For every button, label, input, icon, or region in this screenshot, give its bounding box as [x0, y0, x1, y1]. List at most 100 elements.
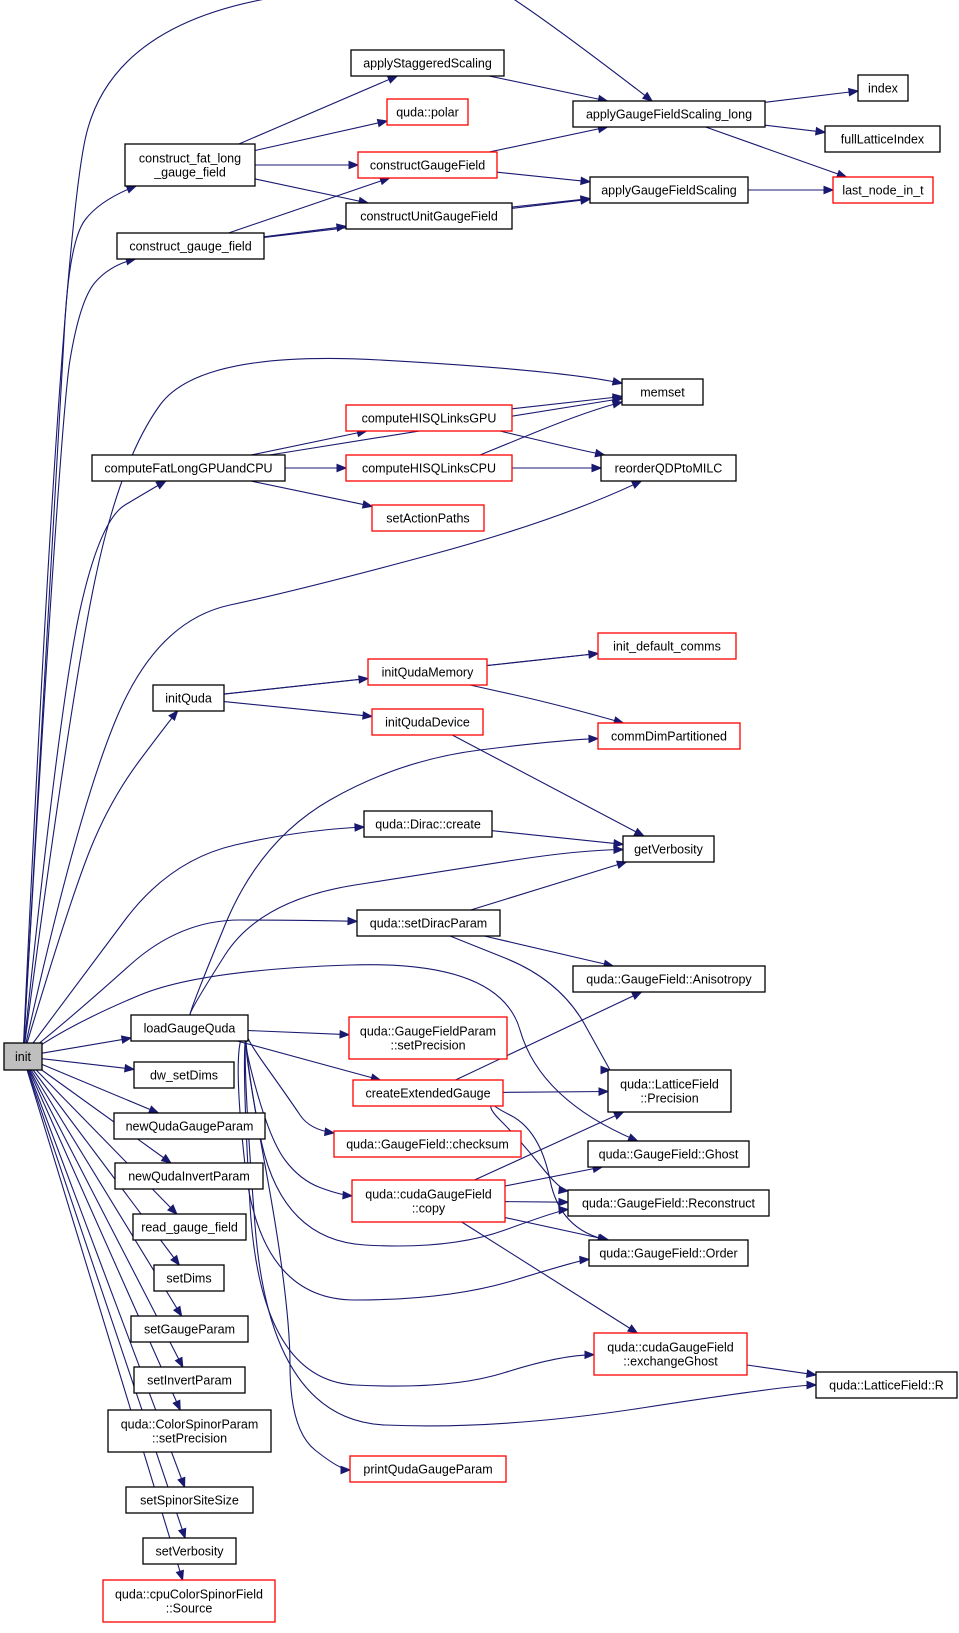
node-label: setActionPaths: [386, 512, 469, 526]
node-commDimPartitioned[interactable]: commDimPartitioned: [597, 722, 741, 750]
call-edge-constructUnitGaugeField-to-applyGaugeFieldScaling: [511, 195, 592, 208]
call-edge-computeHISQLinksGPU-to-memset: [511, 393, 624, 410]
node-cpuColorSpinorField_Source[interactable]: quda::cpuColorSpinorField::Source: [102, 1579, 276, 1623]
node-setGaugeParam[interactable]: setGaugeParam: [130, 1315, 249, 1343]
arrowhead: [806, 1369, 818, 1378]
node-constructGaugeField[interactable]: constructGaugeField: [357, 151, 498, 179]
node-label: newQudaInvertParam: [128, 1170, 250, 1184]
node-label: read_gauge_field: [141, 1221, 238, 1235]
arrowhead: [340, 1465, 352, 1475]
call-edge-applyGaugeFieldScaling_long-to-index: [764, 87, 860, 103]
call-edge-computeFatLongGPUandCPU-to-setActionPaths: [250, 480, 374, 509]
node-box: [125, 1486, 254, 1514]
call-edge-applyGaugeFieldScaling-to-last_node_in_t: [748, 185, 835, 195]
node-newQudaGaugeParam[interactable]: newQudaGaugeParam: [113, 1112, 266, 1140]
node-box: [621, 378, 704, 406]
node-label: setSpinorSiteSize: [140, 1494, 239, 1508]
arrowhead: [172, 1305, 183, 1318]
node-GaugeField_Ghost[interactable]: quda::GaugeField::Ghost: [587, 1140, 750, 1168]
call-edge-init-to-memset: [24, 357, 624, 1044]
node-cudaGaugeField_copy[interactable]: quda::cudaGaugeField::copy: [351, 1179, 506, 1223]
node-box: [356, 909, 501, 937]
node-computeHISQLinksGPU[interactable]: computeHISQLinksGPU: [345, 404, 513, 432]
node-initQudaDevice[interactable]: initQudaDevice: [371, 708, 484, 736]
node-quda_setDiracParam[interactable]: quda::setDiracParam: [356, 909, 501, 937]
node-memset[interactable]: memset: [621, 378, 704, 406]
node-last_node_in_t[interactable]: last_node_in_t: [832, 176, 934, 204]
node-reorderQDPtoMILC[interactable]: reorderQDPtoMILC: [600, 454, 737, 482]
node-quda_Dirac_create[interactable]: quda::Dirac::create: [363, 810, 493, 838]
node-setInvertParam[interactable]: setInvertParam: [133, 1366, 246, 1394]
call-edge-quda_setDiracParam-to-LatticeField_Precision: [449, 935, 612, 1075]
node-GaugeField_checksum[interactable]: quda::GaugeField::checksum: [333, 1130, 522, 1158]
node-box: [587, 1140, 750, 1168]
node-setActionPaths[interactable]: setActionPaths: [371, 504, 485, 532]
node-initQuda[interactable]: initQuda: [152, 684, 225, 712]
node-dw_setDims[interactable]: dw_setDims: [133, 1061, 235, 1089]
node-constructUnitGaugeField[interactable]: constructUnitGaugeField: [345, 202, 513, 230]
node-box: [133, 1366, 246, 1394]
arrowhead: [347, 916, 359, 926]
node-initQudaMemory[interactable]: initQudaMemory: [367, 658, 488, 686]
node-box: [142, 1537, 237, 1565]
node-setDims[interactable]: setDims: [153, 1264, 225, 1292]
node-GaugeField_Order[interactable]: quda::GaugeField::Order: [588, 1239, 749, 1267]
node-label: fullLatticeIndex: [841, 133, 925, 147]
arrowhead: [147, 1105, 160, 1114]
node-label: ::setPrecision: [152, 1432, 227, 1446]
node-box: [349, 1455, 507, 1483]
node-index[interactable]: index: [857, 74, 909, 102]
node-box: [857, 74, 909, 102]
node-setVerbosity[interactable]: setVerbosity: [142, 1537, 237, 1565]
node-ColorSpinorParam_setPrecision[interactable]: quda::ColorSpinorParam::setPrecision: [107, 1409, 272, 1453]
arrowhead: [627, 1133, 639, 1142]
node-computeHISQLinksCPU[interactable]: computeHISQLinksCPU: [345, 454, 513, 482]
arrowhead: [580, 195, 592, 204]
node-computeFatLongGPUandCPU[interactable]: computeFatLongGPUandCPU: [91, 454, 286, 482]
arrowhead: [806, 1380, 818, 1390]
call-edge-init-to-GaugeField_Ghost: [41, 964, 639, 1142]
node-applyGaugeFieldScaling[interactable]: applyGaugeFieldScaling: [589, 176, 749, 204]
node-GaugeField_Anisotropy[interactable]: quda::GaugeField::Anisotropy: [572, 965, 766, 993]
node-label: ::copy: [412, 1202, 446, 1216]
node-setSpinorSiteSize[interactable]: setSpinorSiteSize: [125, 1486, 254, 1514]
node-box: [352, 1079, 504, 1107]
arrowhead: [342, 1190, 354, 1200]
call-edge-applyStaggeredScaling-to-applyGaugeFieldScaling_long: [488, 75, 609, 104]
node-applyGaugeFieldScaling_long[interactable]: applyGaugeFieldScaling_long: [572, 100, 766, 128]
node-loadGaugeQuda[interactable]: loadGaugeQuda: [130, 1014, 249, 1042]
node-init_default_comms[interactable]: init_default_comms: [597, 632, 737, 660]
arrowhead: [125, 185, 138, 194]
node-createExtendedGauge[interactable]: createExtendedGauge: [352, 1079, 504, 1107]
node-read_gauge_field[interactable]: read_gauge_field: [132, 1213, 247, 1241]
node-box: [130, 1014, 249, 1042]
arrowhead: [630, 480, 643, 489]
node-box: [345, 454, 513, 482]
node-printQudaGaugeParam[interactable]: printQudaGaugeParam: [349, 1455, 507, 1483]
node-box: [572, 100, 766, 128]
node-getVerbosity[interactable]: getVerbosity: [622, 835, 715, 863]
node-fullLatticeIndex[interactable]: fullLatticeIndex: [824, 125, 941, 153]
node-box: [600, 454, 737, 482]
node-quda_polar[interactable]: quda::polar: [386, 98, 469, 126]
node-construct_gauge_field[interactable]: construct_gauge_field: [116, 232, 265, 260]
node-label: newQudaGaugeParam: [126, 1120, 254, 1134]
node-cudaGaugeField_exchangeGhost[interactable]: quda::cudaGaugeField::exchangeGhost: [593, 1332, 748, 1376]
node-label: dw_setDims: [150, 1069, 218, 1083]
node-GaugeFieldParam_setPrecision[interactable]: quda::GaugeFieldParam::setPrecision: [348, 1016, 508, 1060]
arrowhead: [823, 185, 835, 195]
node-GaugeField_Reconstruct[interactable]: quda::GaugeField::Reconstruct: [567, 1189, 770, 1217]
call-edge-init-to-quda_Dirac_create: [32, 823, 366, 1044]
node-label: createExtendedGauge: [365, 1087, 490, 1101]
arrowhead: [580, 176, 592, 186]
node-label: printQudaGaugeParam: [363, 1463, 492, 1477]
node-LatticeField_R[interactable]: quda::LatticeField::R: [815, 1371, 958, 1399]
node-init[interactable]: init: [3, 1042, 43, 1071]
node-applyStaggeredScaling[interactable]: applyStaggeredScaling: [350, 49, 505, 77]
node-LatticeField_Precision[interactable]: quda::LatticeField::Precision: [607, 1069, 732, 1113]
node-label: quda::GaugeField::checksum: [346, 1138, 509, 1152]
node-construct_fat_long_gauge_field[interactable]: construct_fat_long_gauge_field: [124, 143, 256, 187]
call-edge-cudaGaugeField_copy-to-GaugeField_Reconstruct: [504, 1197, 570, 1207]
node-newQudaInvertParam[interactable]: newQudaInvertParam: [114, 1162, 264, 1190]
node-label: applyGaugeFieldScaling_long: [586, 108, 752, 122]
